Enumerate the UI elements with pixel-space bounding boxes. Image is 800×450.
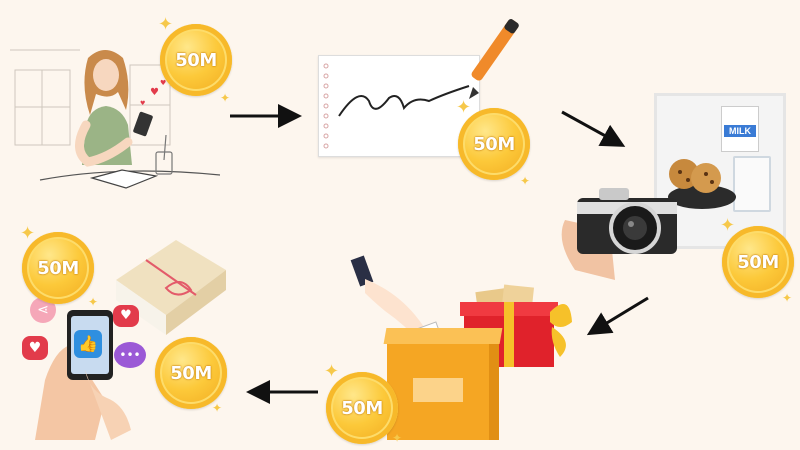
thumbs-up-icon: 👍 [74, 330, 102, 358]
ballot-box-label [413, 378, 463, 402]
coin-4: 50M [326, 372, 398, 444]
milk-label: MILK [724, 125, 756, 137]
signature-drawing [323, 63, 470, 149]
sparkle-icon: ✦ [520, 174, 531, 188]
sparkle-icon: ✦ [456, 97, 472, 117]
ballot-box [383, 328, 503, 440]
heart-bubble-icon: ♥ [113, 305, 139, 327]
milk-carton: MILK [721, 106, 759, 152]
white-gift-box [116, 240, 226, 335]
chat-bubble-icon: ••• [114, 342, 146, 368]
woman-phone-drawing: ♥ ♥ ♥ [10, 49, 221, 189]
camera-icon [561, 188, 677, 280]
svg-text:♥: ♥ [140, 100, 145, 107]
sparkle-icon: ✦ [220, 91, 231, 105]
coin-1: 50M [160, 24, 232, 96]
pen-icon [469, 19, 519, 99]
sparkle-icon: ✦ [20, 223, 36, 243]
coin-5: 50M [22, 232, 94, 304]
heart-bubble-icon: ♥ [22, 336, 48, 360]
sparkle-icon: ✦ [720, 215, 736, 235]
arrow-down-right-2 [561, 110, 626, 147]
arrow-down-left-3 [586, 296, 649, 336]
coin-3: 50M [722, 226, 794, 298]
sparkle-icon: ✦ [212, 401, 223, 415]
sparkle-icon: ✦ [782, 291, 793, 305]
sparkle-icon: ✦ [158, 14, 174, 34]
svg-text:♥: ♥ [150, 87, 159, 98]
ballot-box-lid [383, 328, 503, 344]
coin-6: 50M [155, 337, 227, 409]
woman-phone-illustration: ♥ ♥ ♥ [10, 30, 230, 200]
cookies-plate [668, 159, 736, 209]
milk-glass [733, 156, 771, 212]
signature-paper [318, 55, 480, 157]
svg-text:♥: ♥ [160, 79, 166, 87]
sparkle-icon: ✦ [324, 361, 340, 381]
sparkle-icon: ✦ [88, 295, 99, 309]
sparkle-icon: ✦ [392, 431, 403, 445]
coin-2: 50M [458, 108, 530, 180]
